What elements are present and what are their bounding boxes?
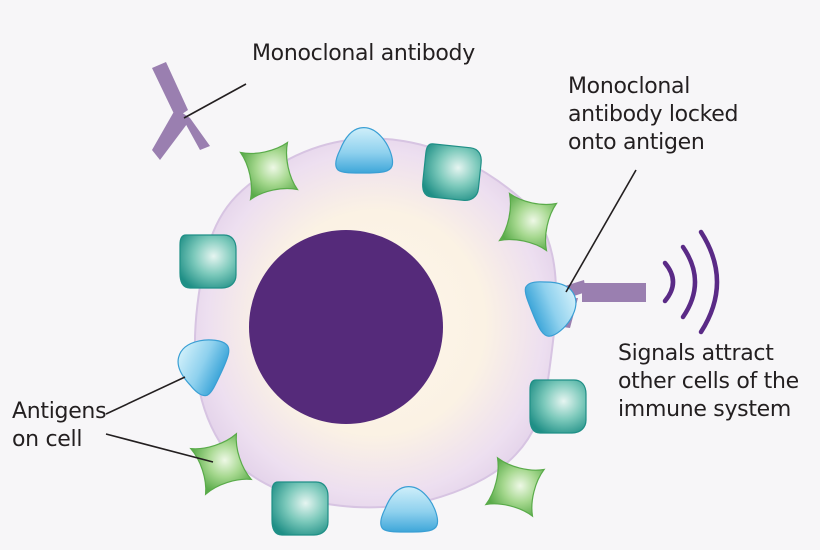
label-line: Monoclonal [568, 74, 691, 99]
antigen-teal-left [179, 234, 237, 289]
label-line: antibody locked [568, 102, 739, 127]
antigen-teal-bottom [271, 481, 329, 536]
label-antigens-on-cell: Antigens on cell [12, 398, 107, 454]
antigen-teal-right [529, 379, 587, 434]
antigen-blue-top [335, 127, 394, 174]
label-line: Antigens [12, 399, 107, 424]
label-line: on cell [12, 427, 83, 452]
nucleus [249, 230, 443, 424]
antigen-teal-upper-right [420, 142, 484, 203]
label-line: other cells of the [618, 369, 799, 394]
leader-lines [105, 83, 637, 463]
label-line: immune system [618, 397, 792, 422]
label-line: onto antigen [568, 130, 705, 155]
signal-waves-icon [662, 229, 720, 335]
label-antibody-locked: Monoclonal antibody locked onto antigen [568, 73, 739, 157]
label-signals: Signals attract other cells of the immun… [618, 340, 799, 424]
label-line: Signals attract [618, 341, 774, 366]
label-monoclonal-antibody: Monoclonal antibody [252, 41, 475, 66]
free-antibody-icon [152, 62, 210, 160]
